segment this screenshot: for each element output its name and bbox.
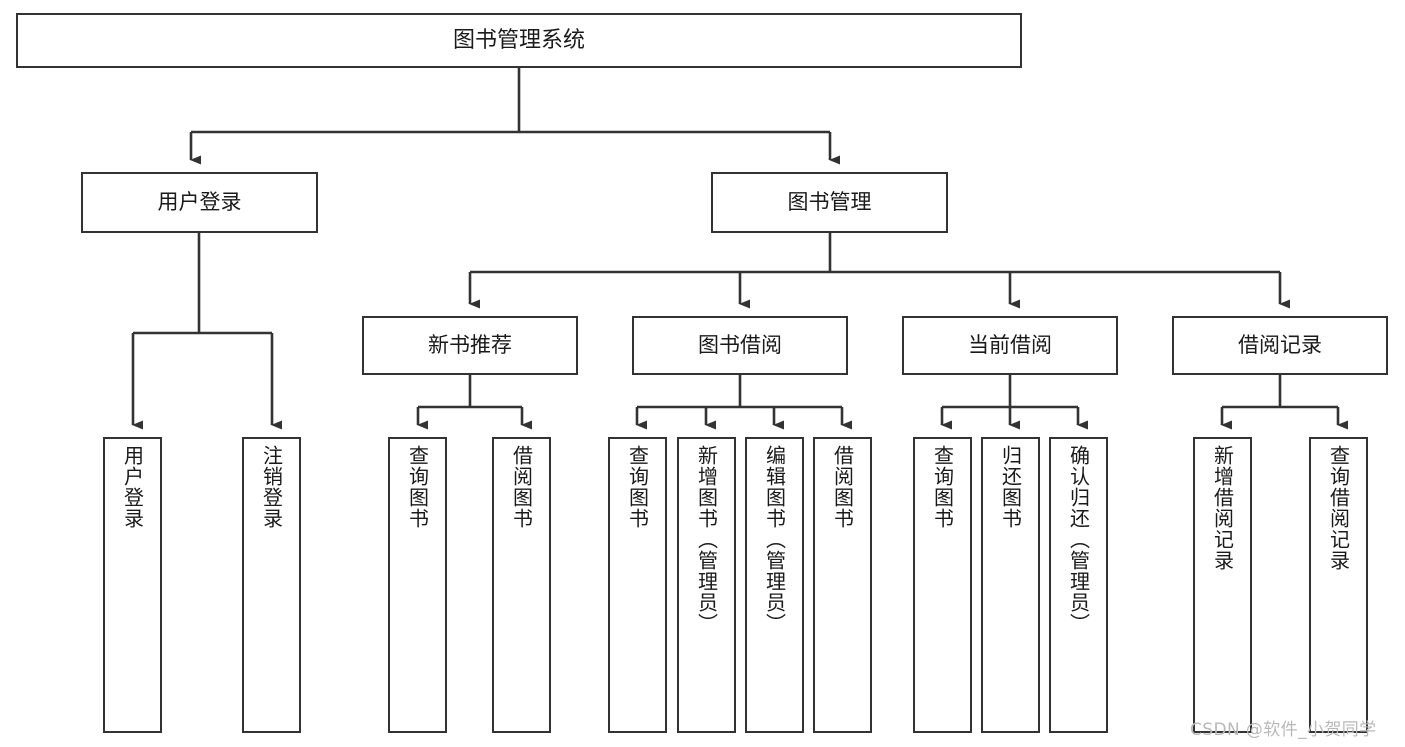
- leaf-query-book-2[interactable]: 查询图书: [608, 437, 667, 733]
- node-label: 当前借阅: [968, 333, 1052, 358]
- leaf-add-book[interactable]: 新增图书（管理员）: [677, 437, 736, 733]
- node-book-management[interactable]: 图书管理: [711, 172, 948, 233]
- node-current-borrow[interactable]: 当前借阅: [902, 316, 1118, 375]
- leaf-return-book[interactable]: 归还图书: [981, 437, 1040, 733]
- node-label: 查询借阅记录: [1326, 445, 1351, 571]
- node-borrow-record[interactable]: 借阅记录: [1172, 316, 1388, 375]
- node-label: 图书管理系统: [452, 27, 585, 53]
- node-root-book-management-system[interactable]: 图书管理系统: [16, 13, 1022, 68]
- node-label: 图书管理: [787, 190, 872, 215]
- leaf-user-login[interactable]: 用户登录: [103, 437, 162, 733]
- node-label: 查询图书: [625, 445, 650, 529]
- node-label: 图书借阅: [698, 333, 782, 358]
- node-label: 注销登录: [259, 445, 284, 529]
- node-new-book-recommend[interactable]: 新书推荐: [362, 316, 578, 375]
- leaf-borrow-book-1[interactable]: 借阅图书: [492, 437, 551, 733]
- leaf-query-book-1[interactable]: 查询图书: [388, 437, 447, 733]
- leaf-logout-login[interactable]: 注销登录: [242, 437, 301, 733]
- node-book-borrow[interactable]: 图书借阅: [632, 316, 848, 375]
- node-label: 新增图书（管理员）: [694, 445, 719, 634]
- node-label: 查询图书: [405, 445, 430, 529]
- leaf-query-book-3[interactable]: 查询图书: [913, 437, 972, 733]
- node-label: 借阅记录: [1238, 333, 1322, 358]
- node-label: 归还图书: [998, 445, 1023, 529]
- node-label: 确认归还（管理员）: [1066, 445, 1091, 634]
- leaf-add-record[interactable]: 新增借阅记录: [1193, 437, 1252, 733]
- node-label: 借阅图书: [830, 445, 855, 529]
- node-label: 编辑图书（管理员）: [762, 445, 787, 634]
- node-label: 新增借阅记录: [1210, 445, 1235, 571]
- csdn-watermark: CSDN @软件_小贺同学: [1190, 720, 1377, 740]
- node-label: 用户登录: [120, 445, 145, 529]
- node-label: 借阅图书: [509, 445, 534, 529]
- node-label: 用户登录: [157, 190, 242, 215]
- leaf-query-record[interactable]: 查询借阅记录: [1309, 437, 1368, 733]
- node-label: 新书推荐: [428, 333, 512, 358]
- node-user-login[interactable]: 用户登录: [81, 172, 318, 233]
- node-label: 查询图书: [930, 445, 955, 529]
- leaf-confirm-return[interactable]: 确认归还（管理员）: [1049, 437, 1108, 733]
- leaf-borrow-book-2[interactable]: 借阅图书: [813, 437, 872, 733]
- leaf-edit-book[interactable]: 编辑图书（管理员）: [745, 437, 804, 733]
